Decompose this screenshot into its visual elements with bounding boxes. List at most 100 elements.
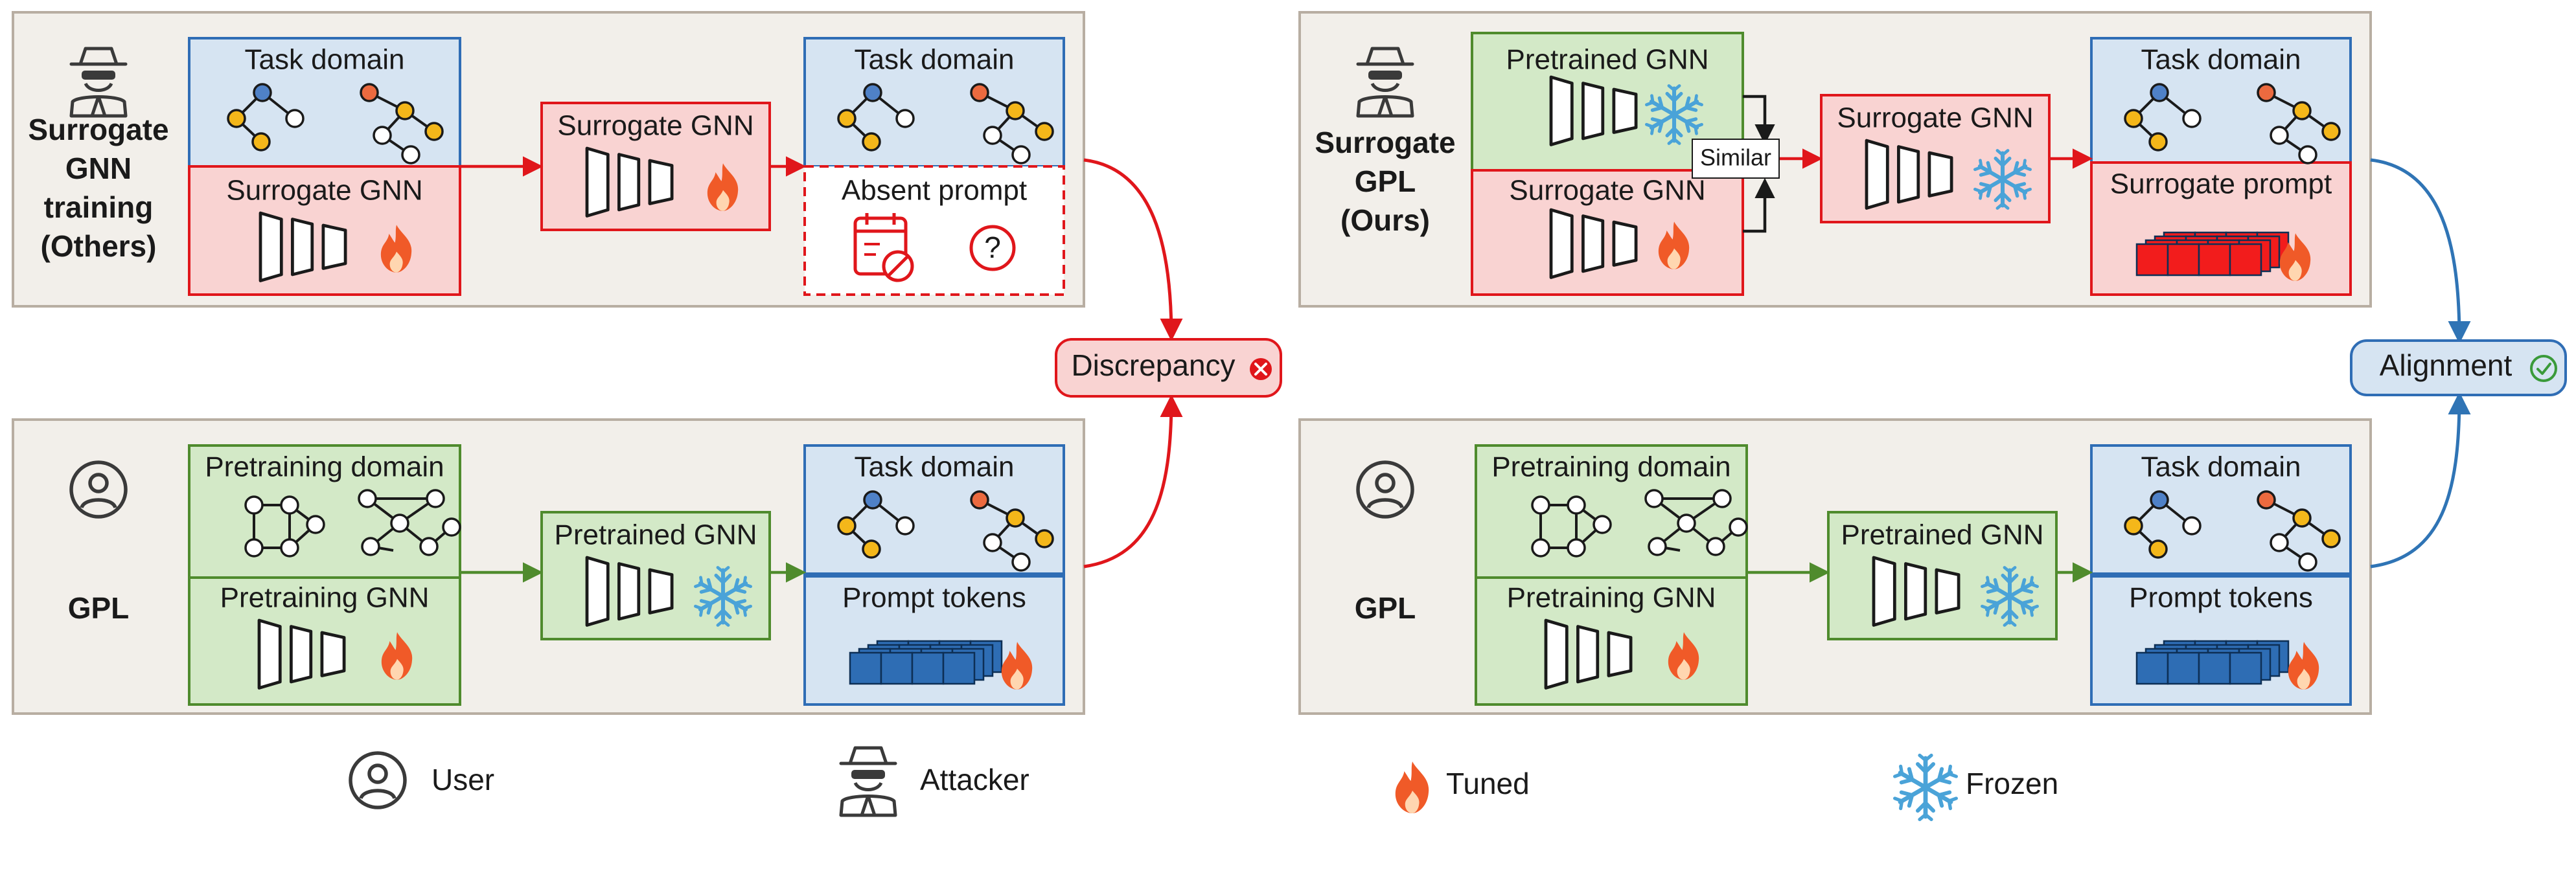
arm-v1 (1994, 156, 2012, 168)
arm-v1 (1937, 767, 1952, 785)
discrepancy-badge: Discrepancy (1055, 338, 1282, 398)
token-cell (2229, 651, 2262, 685)
arm-v2 (716, 618, 730, 627)
gnn-layers-icon (1549, 75, 1638, 146)
attacker-icon (69, 47, 128, 118)
task-graph-2 (970, 490, 1054, 572)
graph-node (1531, 538, 1550, 558)
coat (69, 95, 128, 118)
calendar-blocked-icon (853, 213, 914, 282)
snowflake-icon (694, 566, 752, 627)
flame-icon (707, 163, 739, 211)
glasses (82, 71, 115, 80)
user-head (88, 473, 109, 493)
snowflake-arm (1994, 149, 2012, 182)
gnn-layer-2 (291, 218, 314, 276)
arm-v1 (1899, 790, 1915, 808)
box-3-bottom (803, 165, 1065, 296)
gnn-layer-2 (290, 625, 313, 684)
box-1-bottom (1471, 169, 1744, 296)
box-3-bottom-label: Prompt tokens (842, 582, 1026, 614)
question-ring (969, 225, 1016, 271)
attacker-icon (839, 746, 897, 817)
arm-v2 (1694, 94, 1703, 107)
arm-v2 (2022, 187, 2032, 200)
graph-node (244, 495, 264, 515)
token-cell (942, 651, 976, 685)
glasses (1368, 71, 1402, 80)
graph-node (1035, 529, 1054, 548)
box-2: Pretrained GNN (1827, 511, 2058, 640)
box-2-label: Pretrained GNN (1841, 519, 2043, 551)
flame-icon (380, 225, 412, 273)
flame-inner (1667, 248, 1681, 269)
graph-node (1567, 538, 1586, 558)
arm-v1 (714, 607, 732, 620)
arm-v1 (1650, 96, 1664, 112)
box-3-bottom-label: Surrogate prompt (2110, 168, 2332, 200)
pretrain-graph-1 (244, 495, 325, 558)
curve-top-to-alignment (2370, 158, 2471, 344)
user-icon (69, 460, 128, 519)
gnn-layer-1 (585, 146, 610, 218)
flame-outer (380, 225, 412, 273)
gnn-layer-2 (1581, 82, 1605, 141)
panel-label-line: Surrogate (1315, 126, 1455, 159)
token-cell (2135, 243, 2169, 276)
arm-v1 (2012, 182, 2027, 198)
arm-v1 (699, 578, 713, 594)
graph-node (2148, 539, 2168, 559)
gnn-layers-icon (585, 556, 674, 627)
arm-v1 (1665, 91, 1683, 104)
graph-node (1648, 537, 1667, 556)
surrogate-prompt-tokens (2135, 231, 2290, 276)
arm-v2 (1918, 812, 1933, 822)
flame-outer (1001, 642, 1033, 690)
task-graph-2 (970, 83, 1054, 164)
arm-v1 (1899, 767, 1915, 785)
flame-outer (1668, 632, 1699, 680)
token-cell (880, 651, 914, 685)
snowflake-arm (1672, 112, 1703, 135)
snowflake-arm (2007, 594, 2039, 617)
box-1-top-label: Task domain (244, 44, 404, 76)
legend-tuned-label: Tuned (1446, 767, 1530, 800)
graph-node (306, 515, 325, 534)
snowflake-arm (1994, 177, 2012, 210)
hat-crown (848, 746, 888, 765)
flame-icon (1668, 632, 1699, 680)
box-3-top-label: Task domain (854, 44, 1014, 76)
task-graph-2 (360, 83, 444, 164)
arm-v2 (2029, 604, 2039, 617)
user-ring (1356, 460, 1414, 519)
snowflake-arm (2000, 177, 2032, 200)
arm-v2 (2022, 159, 2032, 172)
user-head (1375, 473, 1396, 493)
arm-v1 (2001, 607, 2019, 620)
arm-v2 (2029, 576, 2039, 589)
snowflake-arm (1916, 753, 1935, 790)
alignment-pill (2350, 339, 2567, 396)
flame-icon (381, 632, 413, 680)
user-body (1366, 498, 1404, 509)
snowflake-arm (714, 566, 732, 599)
token-cell (2198, 243, 2231, 276)
alignment-label: Alignment (2380, 348, 2513, 382)
graph-node (2257, 490, 2276, 510)
arm-v2 (694, 576, 704, 589)
box-3-top (2090, 37, 2352, 168)
cal-frame (853, 216, 908, 276)
graph-node (2321, 122, 2341, 141)
arm-v1 (1916, 762, 1935, 775)
graph-node (358, 489, 377, 508)
bracket-bottom (1743, 177, 1775, 233)
curve-bottom-to-alignment (2370, 392, 2471, 569)
panel-label-line: (Ours) (1340, 203, 1430, 237)
